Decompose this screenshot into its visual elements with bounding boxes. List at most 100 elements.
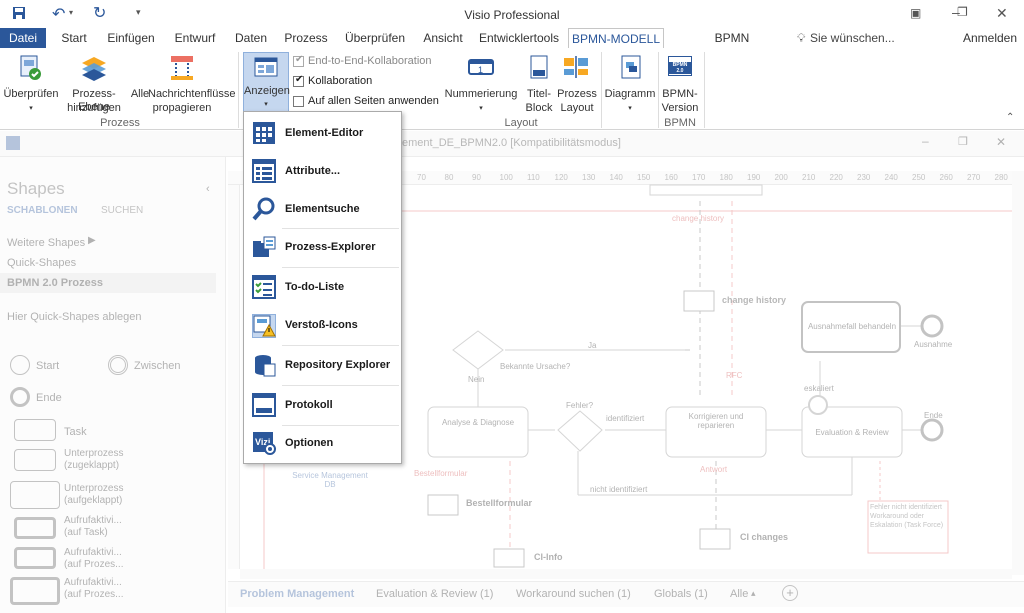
up1-label: Unterprozess — [64, 448, 124, 459]
start-event-shape[interactable] — [10, 355, 30, 375]
checkbox-kollaboration[interactable]: ✔ — [293, 74, 304, 87]
redo-icon[interactable]: ↻ — [93, 5, 107, 22]
menu-item-repository-explorer[interactable]: Repository Explorer — [244, 346, 401, 384]
prozess-layout-button[interactable]: Prozess Layout — [556, 52, 598, 114]
customize-toolbar-icon[interactable]: ▾ — [136, 7, 141, 17]
menu-item-protokoll[interactable]: Protokoll — [244, 386, 401, 424]
checkbox-end-to-end[interactable]: ✔ — [293, 54, 304, 67]
doc-close-icon[interactable]: ✕ — [996, 135, 1007, 149]
minimize-icon[interactable]: – — [952, 4, 960, 20]
close-icon[interactable]: ✕ — [996, 5, 1008, 21]
page-tab-workaround[interactable]: Workaround suchen (1) — [516, 588, 631, 600]
shapes-title: Shapes — [7, 179, 65, 198]
bpmn-badge-text: BPMN 2.0 — [669, 62, 691, 74]
menu-item-element-editor[interactable]: Element-Editor — [244, 114, 401, 152]
tab-datei[interactable]: Datei — [0, 28, 46, 48]
undo-dropdown-icon[interactable]: ▾ — [69, 8, 74, 17]
page-tab-globals[interactable]: Globals (1) — [654, 588, 708, 600]
nummerierung-button[interactable]: 1 Nummerierung ▾ — [442, 52, 520, 112]
menu-item-optionen[interactable]: Vizi Optionen — [244, 424, 401, 462]
horizontal-scrollbar[interactable] — [240, 569, 1012, 579]
expanded-subprocess-shape[interactable] — [10, 481, 60, 509]
menu-item-attribute[interactable]: Attribute... — [244, 152, 401, 190]
workarea: ement_DE_BPMN2.0 [Kompatibilitätsmodus] … — [0, 131, 1024, 613]
tab-prozess[interactable]: Prozess — [284, 31, 328, 45]
checkmark-icon: ✔ — [295, 74, 304, 85]
chevron-down-icon: ▾ — [264, 101, 268, 108]
tab-bpmn-unterprozess[interactable]: BPMN UNTERPROZESS — [683, 31, 782, 65]
page-tabs-bar — [228, 581, 1024, 607]
pruefen-button[interactable]: Überprüfen ▾ — [2, 52, 59, 112]
menu-item-prozess-explorer[interactable]: Prozess-Explorer — [244, 228, 401, 266]
diagramm-button[interactable]: Diagramm ▾ — [604, 52, 656, 112]
ruler-tick-label: 140 — [609, 173, 623, 182]
call-activity-process-shape-2[interactable] — [10, 577, 60, 605]
bpmn-version-button[interactable]: BPMN 2.0 BPMN- Version — [660, 52, 700, 114]
maximize-icon[interactable]: ❐ — [957, 5, 968, 19]
label-note: Fehler nicht identifiziert Workaround od… — [870, 504, 944, 529]
subprocess-shape[interactable] — [14, 449, 56, 471]
checkbox-alle-seiten[interactable] — [293, 96, 304, 107]
tab-suchen[interactable]: SUCHEN — [101, 205, 144, 216]
label-ci-info: CI-Info — [534, 552, 563, 562]
label-antwort: Antwort — [700, 465, 728, 474]
page-tab-problem-management[interactable]: Problem Management — [240, 588, 355, 600]
tab-ansicht[interactable]: Ansicht — [423, 31, 463, 45]
tab-entwicklertools[interactable]: Entwicklertools — [478, 31, 560, 45]
prozess-ebene-button[interactable]: Prozess-Ebene hinzufügen — [60, 52, 128, 114]
vertical-ruler — [228, 185, 240, 569]
zwischen-label: Zwischen — [134, 360, 181, 372]
checkmark-icon: ✔ — [295, 54, 304, 65]
intermediate-event-shape[interactable] — [108, 355, 128, 375]
end-event-shape[interactable] — [10, 387, 30, 407]
call-activity-process-shape[interactable] — [14, 547, 56, 569]
tab-schablonen[interactable]: SCHABLONEN — [7, 205, 78, 216]
playout-label-1: Prozess — [557, 88, 597, 100]
undo-icon[interactable]: ↶ — [52, 6, 66, 23]
ribbon-display-options-icon[interactable]: ▣ — [910, 6, 922, 20]
add-page-icon[interactable]: + — [782, 585, 798, 601]
page-tab-evaluation[interactable]: Evaluation & Review (1) — [376, 588, 494, 600]
call-activity-task-shape[interactable] — [14, 517, 56, 539]
vertical-scrollbar[interactable] — [1012, 171, 1024, 575]
label-change-history-2: change history — [722, 295, 787, 305]
tab-daten[interactable]: Daten — [234, 31, 268, 45]
window-title: Visio Professional — [464, 8, 560, 22]
settings-gear-icon: Vizi — [252, 431, 276, 455]
auf3b-label: (auf Prozes... — [64, 589, 124, 600]
group-divider — [238, 52, 239, 128]
up2b-label: (aufgeklappt) — [64, 495, 123, 506]
tab-start[interactable]: Start — [61, 31, 87, 45]
tab-einfuegen[interactable]: Einfügen — [107, 31, 155, 45]
auf1b-label: (auf Task) — [64, 527, 108, 538]
save-icon[interactable] — [12, 6, 26, 20]
sign-in-link[interactable]: Anmelden — [962, 31, 1018, 45]
anzeigen-label: Anzeigen — [244, 85, 290, 97]
collapse-ribbon-icon[interactable]: ⌃ — [1006, 112, 1015, 123]
task-shape[interactable] — [14, 419, 56, 441]
more-shapes-item[interactable]: Weitere Shapes — [7, 237, 86, 249]
numbering-icon: 1 — [468, 56, 494, 81]
doc-minimize-icon[interactable]: – — [922, 134, 929, 148]
layers-icon — [80, 54, 108, 85]
tab-ueberpruefen[interactable]: Überprüfen — [344, 31, 406, 45]
menu-item-todo-liste[interactable]: To-do-Liste — [244, 268, 401, 306]
label-nicht: nicht identifiziert — [590, 485, 648, 494]
menu-item-elementsuche[interactable]: Elementsuche — [244, 190, 401, 228]
nachrichtenfluesse-button[interactable]: Alle Nachrichtenflüsse propagieren — [130, 52, 235, 114]
ribbon: Überprüfen ▾ Prozess-Ebene hinzufügen Al… — [0, 48, 1024, 130]
titel-label-2: Block — [525, 102, 553, 114]
tab-bpmn-modell[interactable]: BPMN-MODELL — [568, 28, 664, 49]
menu-label: Element-Editor — [285, 127, 364, 139]
current-stencil-item[interactable]: BPMN 2.0 Prozess — [0, 273, 216, 293]
menu-label: Verstoß-Icons — [285, 319, 358, 331]
doc-maximize-icon[interactable]: ❐ — [958, 136, 968, 148]
tab-entwurf[interactable]: Entwurf — [174, 31, 216, 45]
quick-shapes-item[interactable]: Quick-Shapes — [7, 257, 77, 269]
menu-item-verstoss-row[interactable]: Verstoß-Icons — [244, 306, 401, 344]
page-tab-alle[interactable]: Alle — [730, 588, 749, 600]
tell-me-search[interactable]: Sie wünschen... — [810, 31, 895, 45]
titelblock-button[interactable]: Titel- Block — [522, 52, 556, 114]
collapse-panel-icon[interactable]: ‹ — [206, 183, 210, 195]
anzeigen-button[interactable]: Anzeigen ▾ — [243, 52, 290, 112]
